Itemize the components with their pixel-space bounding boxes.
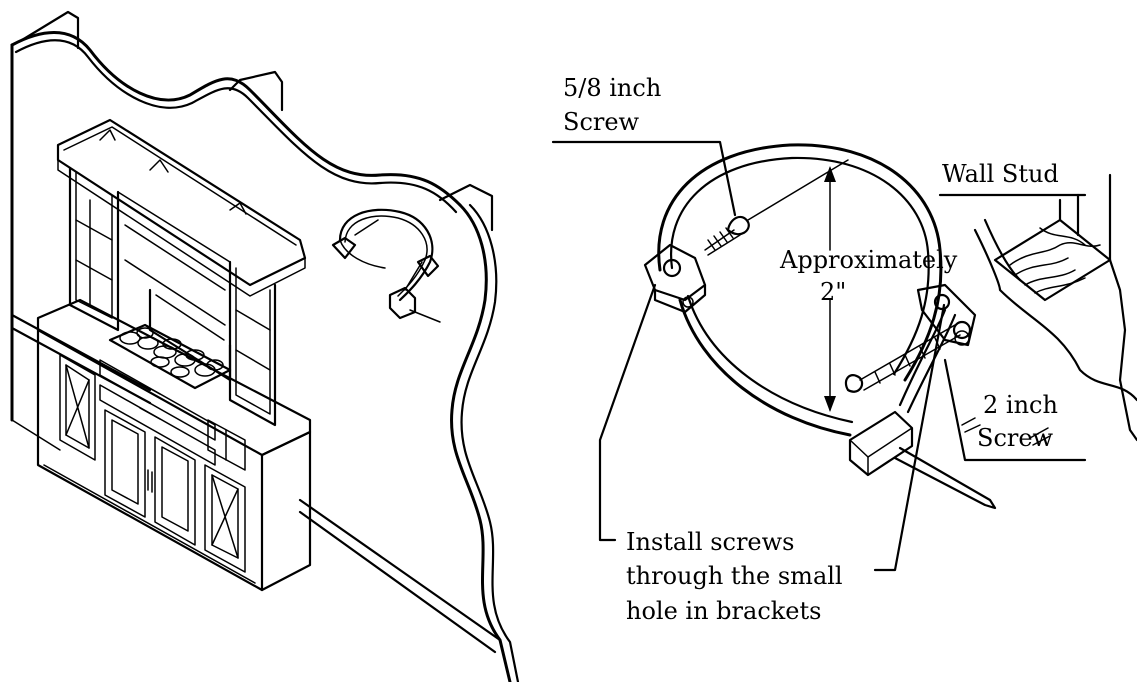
wall-stud-label: Wall Stud — [942, 160, 1059, 188]
anti-tip-strap-icon — [331, 208, 441, 323]
stones — [119, 327, 224, 378]
wall-cutaway — [10, 10, 520, 682]
install-note-line2: through the small — [626, 562, 843, 590]
anti-tip-strap-large — [643, 143, 997, 510]
wall-stud-icon — [938, 173, 1137, 442]
small-screw-label-line2: Screw — [563, 108, 640, 136]
leader-lines — [551, 140, 1087, 572]
large-screw-label-line1: 2 inch — [983, 391, 1058, 419]
spacing-label-line1: Approximately — [779, 246, 958, 274]
install-note-line3: hole in brackets — [626, 597, 821, 625]
small-screw-label-line1: 5/8 inch — [563, 74, 661, 102]
spacing-label-line2: 2" — [820, 278, 846, 306]
cabinet-illustration — [36, 118, 312, 592]
dimension-arrow-icon — [824, 166, 836, 412]
large-screw-label-line2: Screw — [977, 424, 1054, 452]
wood-screw-icon — [704, 159, 972, 393]
install-note-line1: Install screws — [626, 528, 794, 556]
